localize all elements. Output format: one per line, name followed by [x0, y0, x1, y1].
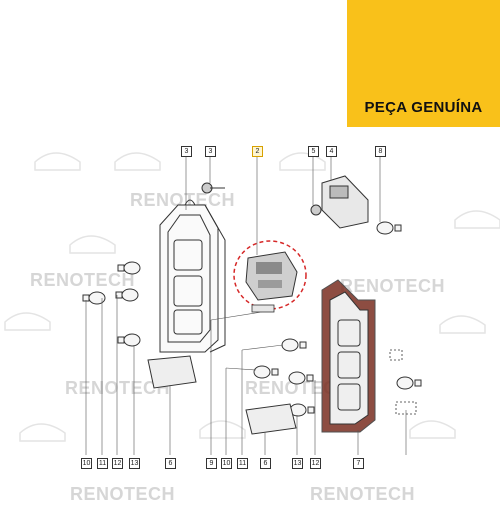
callout-number: 4 [326, 146, 337, 157]
callout-number: 10 [81, 458, 92, 469]
callout-number-highlighted: 2 [252, 146, 263, 157]
callout-number: 3 [181, 146, 192, 157]
watermark-text: RENOTECH [310, 484, 416, 504]
watermark-text: RENOTECH [30, 270, 136, 290]
callout-number: 7 [353, 458, 364, 469]
watermark-text: RENOTECH [340, 276, 446, 296]
leader-lines [85, 157, 407, 455]
callout-number: 11 [237, 458, 248, 469]
watermark-text: RENOTECH [130, 190, 236, 210]
car-watermark-icons [4, 152, 500, 442]
callout-number: 6 [260, 458, 271, 469]
callout-number: 11 [97, 458, 108, 469]
callout-number: 6 [165, 458, 176, 469]
callout-number: 5 [308, 146, 319, 157]
screws [201, 182, 322, 216]
plate-lamp-bracket [321, 175, 369, 229]
left-bulbs [82, 261, 141, 347]
callout-number: 12 [310, 458, 321, 469]
right-bulbs [253, 221, 422, 417]
callout-number: 8 [375, 146, 386, 157]
callout-number: 12 [112, 458, 123, 469]
watermark-text: RENOTECH [70, 484, 176, 504]
callout-number: 10 [221, 458, 232, 469]
left-tail-lamp [159, 199, 226, 353]
callout-number: 9 [206, 458, 217, 469]
plate-lenses [147, 355, 297, 435]
genuine-part-badge: PEÇA GENUÍNA [347, 0, 500, 127]
highlighted-part [233, 240, 307, 313]
callout-number: 13 [292, 458, 303, 469]
callout-number: 13 [129, 458, 140, 469]
right-tail-lamp [321, 279, 376, 433]
badge-label: PEÇA GENUÍNA [364, 99, 483, 116]
callout-number: 3 [205, 146, 216, 157]
